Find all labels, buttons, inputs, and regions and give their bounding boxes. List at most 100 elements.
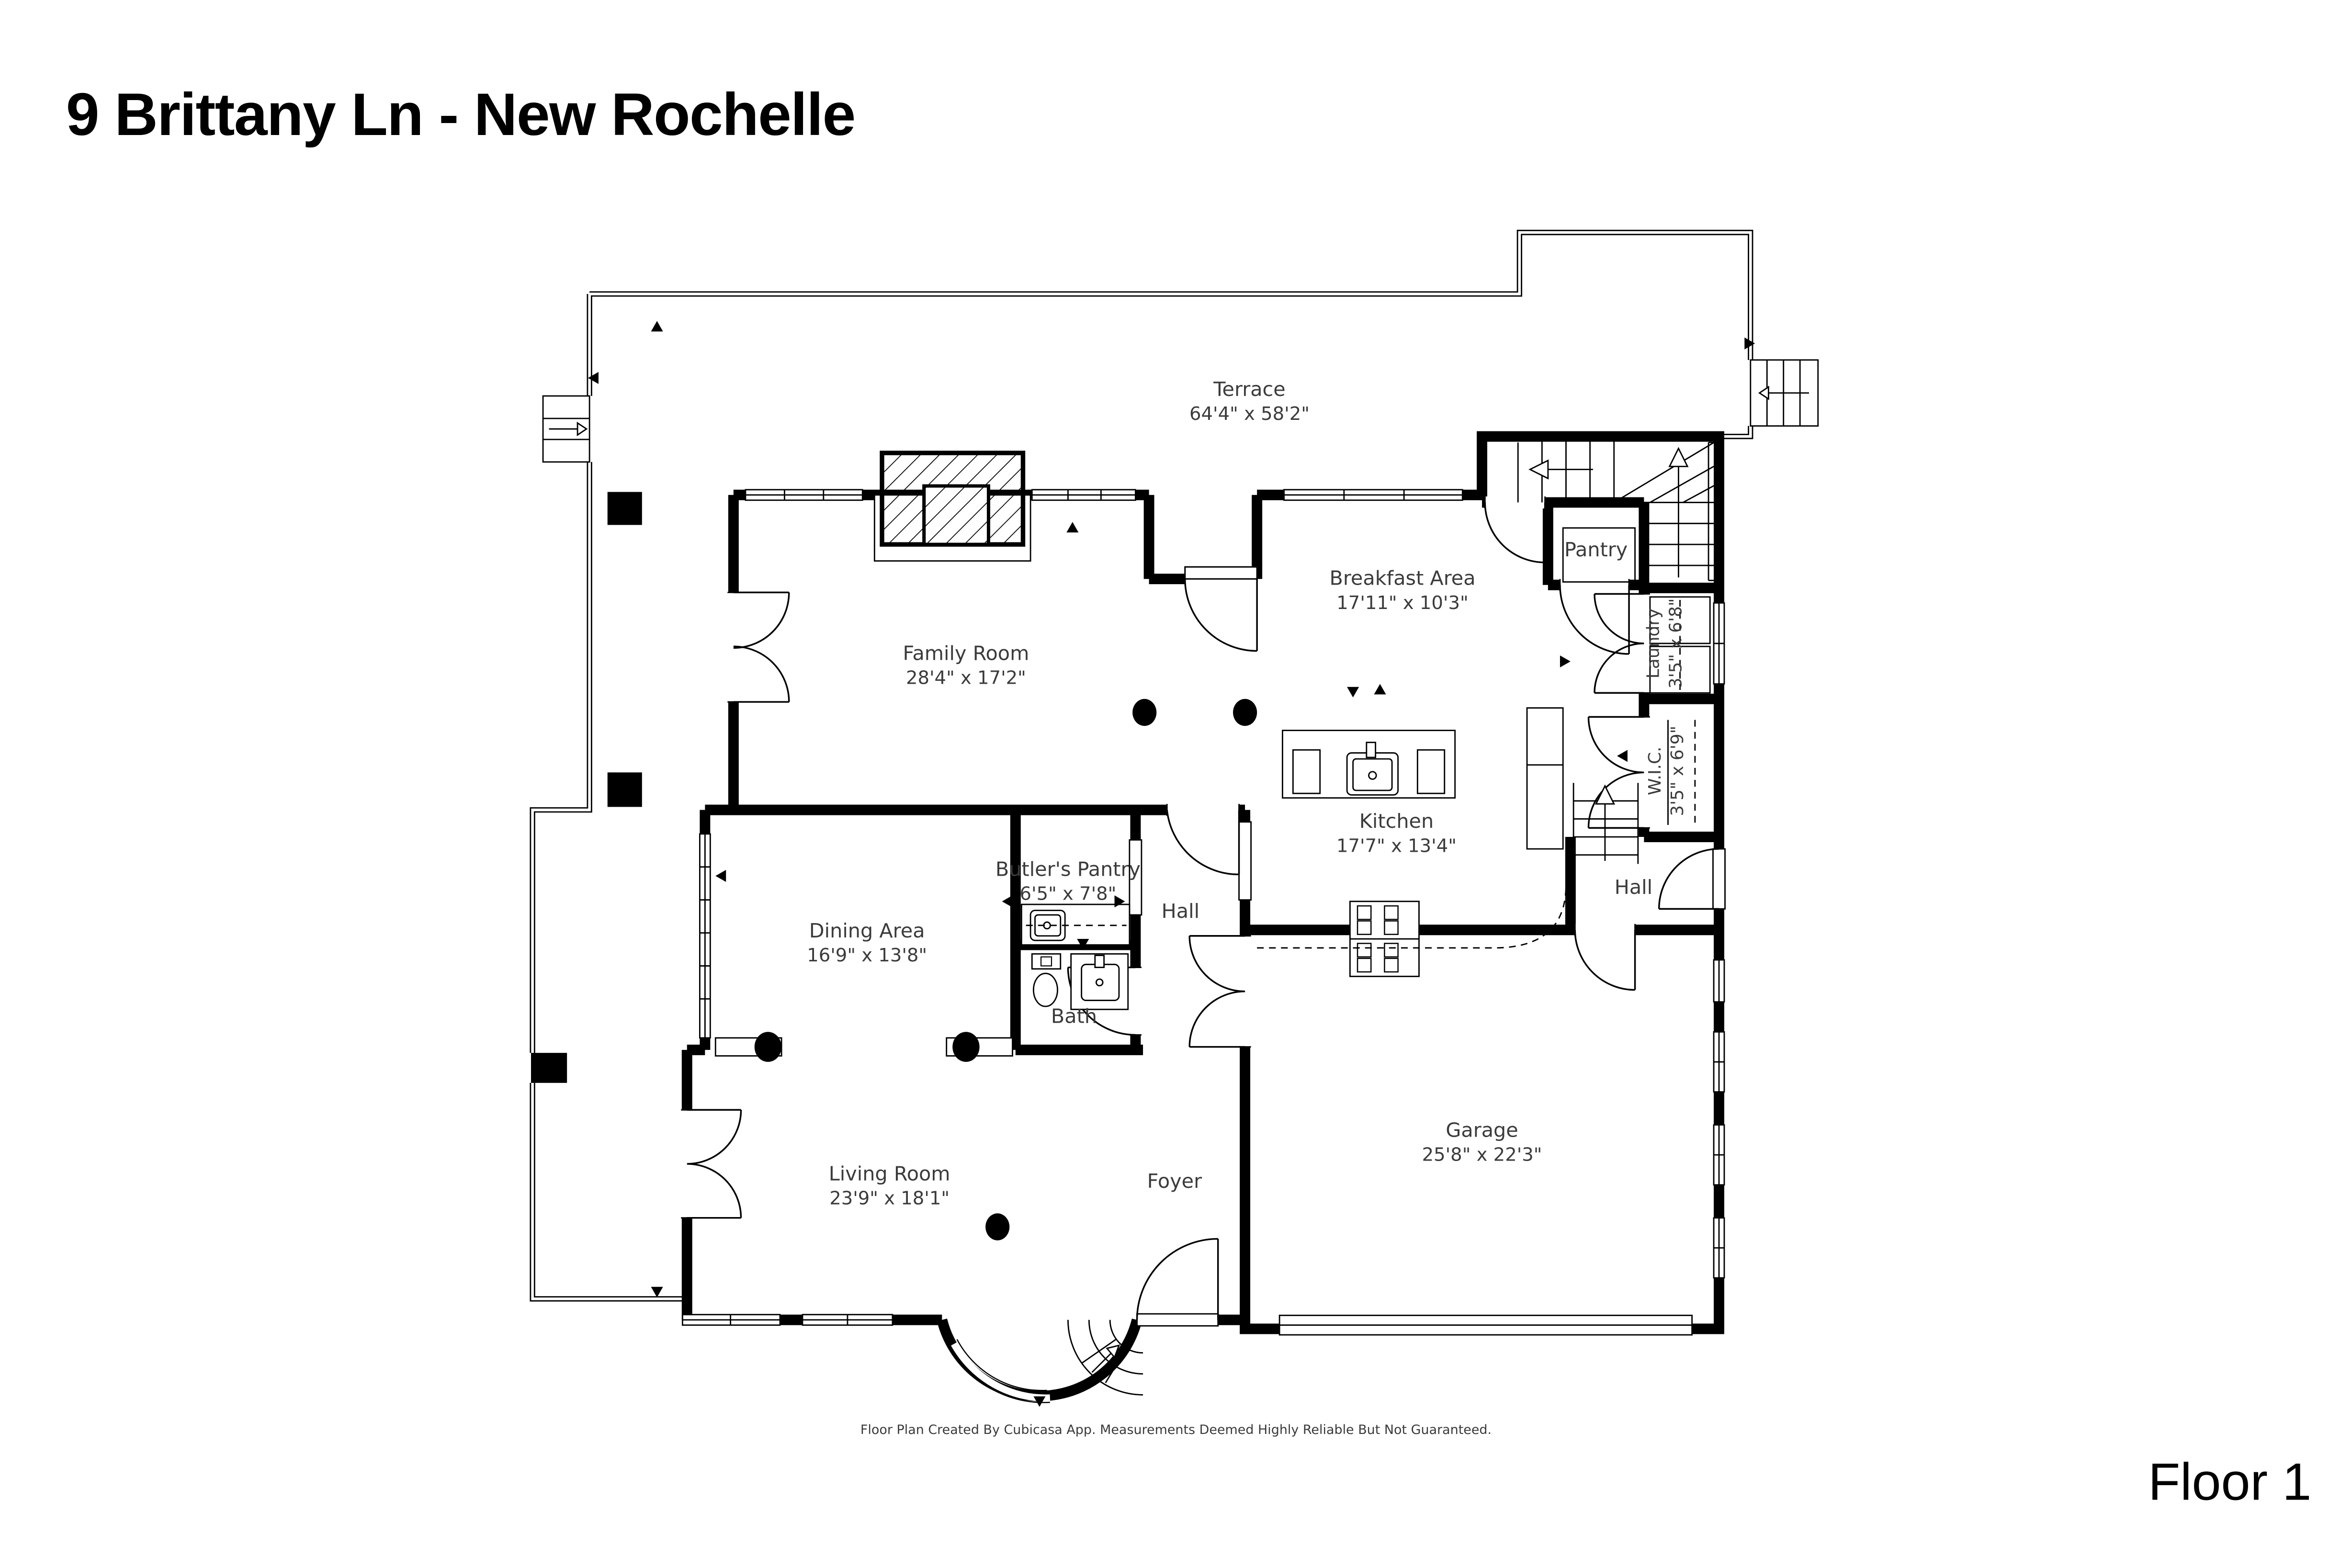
hall-kitchen-door-gap xyxy=(1166,804,1240,816)
room-label-foyer: Foyer xyxy=(1147,1170,1202,1193)
bath-fixtures xyxy=(1031,953,1129,1010)
pantry-shelf xyxy=(1562,527,1636,583)
disclaimer-text: Floor Plan Created By Cubicasa App. Meas… xyxy=(860,1422,1492,1437)
room-label-laundry: Laundry 3'5" x 6'8" xyxy=(1644,598,1686,688)
fireplace xyxy=(873,451,1031,562)
column-dining-left xyxy=(754,1032,782,1062)
garage-window-3 xyxy=(1713,1124,1725,1186)
svg-text:Family Room: Family Room xyxy=(903,642,1029,665)
svg-text:Terrace: Terrace xyxy=(1213,378,1285,401)
svg-text:Hall: Hall xyxy=(1615,876,1652,899)
room-label-garage: Garage 25'8" x 22'3" xyxy=(1422,1119,1542,1166)
kitchen-fixtures xyxy=(1282,707,1564,977)
svg-text:Pantry: Pantry xyxy=(1564,538,1628,561)
stairs-door-gap xyxy=(1484,496,1546,508)
svg-text:64'4" x 58'2": 64'4" x 58'2" xyxy=(1189,403,1310,425)
room-label-kitchen: Kitchen 17'7" x 13'4" xyxy=(1336,810,1457,857)
terrace-door-arc xyxy=(1184,579,1258,652)
terrace-door-gap xyxy=(1184,566,1258,580)
stairs-door-arc xyxy=(1484,502,1546,564)
floor-label: Floor 1 xyxy=(2148,1453,2311,1512)
room-label-family-room: Family Room 28'4" x 17'2" xyxy=(903,642,1029,688)
room-label-terrace: Terrace 64'4" x 58'2" xyxy=(1189,378,1310,425)
room-label-bath: Bath xyxy=(1051,1004,1097,1027)
bay-window-wall xyxy=(937,1319,1142,1401)
dining-window xyxy=(699,833,711,1039)
garage-window-2 xyxy=(1713,1031,1725,1093)
pantry-door-gap xyxy=(1559,579,1630,591)
hall-kitchen-passage xyxy=(1238,821,1252,901)
column-dining-right xyxy=(952,1032,980,1062)
closet-lines xyxy=(1026,527,1696,949)
garage-window-4 xyxy=(1713,1217,1725,1279)
terrace-post-lower xyxy=(531,1053,567,1083)
garage-door xyxy=(1278,1314,1693,1336)
svg-text:Bath: Bath xyxy=(1051,1004,1097,1027)
toilet-tank xyxy=(1031,953,1062,970)
front-door-gap xyxy=(1136,1313,1219,1327)
room-label-hall-center: Hall xyxy=(1162,900,1199,923)
door-arcs xyxy=(687,502,1719,1320)
butler-opening xyxy=(1129,839,1142,916)
kitchen-stove xyxy=(1349,901,1420,977)
living-window-b xyxy=(802,1314,893,1326)
columns-and-posts xyxy=(531,492,1257,1241)
breakfast-window xyxy=(1283,489,1463,501)
garage-hall-door-arc xyxy=(1574,930,1636,991)
terrace-post-mid xyxy=(607,772,642,807)
kitchen-upper-cabinets xyxy=(1257,843,1567,949)
svg-text:17'7" x 13'4": 17'7" x 13'4" xyxy=(1336,835,1457,857)
svg-text:28'4" x 17'2": 28'4" x 17'2" xyxy=(906,667,1026,688)
toilet-bowl xyxy=(1032,972,1058,1007)
room-label-butlers-pantry: Butler's Pantry 6'5" x 7'8" xyxy=(995,857,1141,904)
svg-text:Living Room: Living Room xyxy=(829,1162,950,1185)
family-doors-arcs xyxy=(733,591,790,703)
mud-doors-arcs xyxy=(1188,935,1245,1048)
back-door-gap xyxy=(1712,848,1726,910)
room-label-living-room: Living Room 23'9" x 18'1" xyxy=(829,1162,950,1209)
stair-railing xyxy=(1707,441,1716,581)
labels: 9 Brittany Ln - New Rochelle Terrace 64'… xyxy=(66,81,2312,1512)
bath-door-gap xyxy=(1129,967,1142,1036)
hall-kitchen-door-arc xyxy=(1166,810,1240,876)
room-label-wic: W.I.C. 3'5" x 6'9" xyxy=(1645,726,1687,816)
svg-text:3'5" x 6'9": 3'5" x 6'9" xyxy=(1668,726,1687,816)
svg-text:17'11" x 10'3": 17'11" x 10'3" xyxy=(1336,592,1468,614)
living-window-a xyxy=(681,1314,781,1326)
room-label-dining-area: Dining Area 16'9" x 13'8" xyxy=(807,919,927,966)
svg-text:23'9" x 18'1": 23'9" x 18'1" xyxy=(829,1188,950,1209)
page-title: 9 Brittany Ln - New Rochelle xyxy=(66,81,855,148)
bath-sink xyxy=(1081,963,1120,1001)
back-door-arc xyxy=(1658,848,1719,910)
svg-text:Foyer: Foyer xyxy=(1147,1170,1202,1193)
terrace-stairs-left xyxy=(542,395,590,463)
butler-fixtures xyxy=(1020,903,1131,946)
laundry-window xyxy=(1713,602,1725,685)
kitchen-counter-fridge xyxy=(1526,707,1564,850)
column-family-right xyxy=(1233,699,1257,726)
room-label-breakfast-area: Breakfast Area 17'11" x 10'3" xyxy=(1329,567,1475,614)
direction-markers xyxy=(588,321,1755,1407)
column-living xyxy=(985,1213,1010,1241)
svg-text:Butler's Pantry: Butler's Pantry xyxy=(995,857,1141,880)
svg-text:6'5" x 7'8": 6'5" x 7'8" xyxy=(1019,883,1116,905)
svg-text:Breakfast Area: Breakfast Area xyxy=(1329,567,1475,590)
pantry-door-arc xyxy=(1559,585,1630,655)
svg-text:3'5" x 6'8": 3'5" x 6'8" xyxy=(1666,598,1686,688)
main-staircase xyxy=(1517,436,1719,581)
room-label-hall-rear: Hall xyxy=(1615,876,1652,899)
family-room-window-a xyxy=(745,489,863,501)
terrace-stairs-right xyxy=(1750,359,1819,427)
garage-window-1 xyxy=(1713,959,1725,1003)
svg-text:Garage: Garage xyxy=(1446,1119,1518,1142)
basement-staircase xyxy=(1572,783,1639,864)
terrace-outline xyxy=(530,229,1753,1302)
svg-text:Laundry: Laundry xyxy=(1644,609,1663,679)
svg-text:16'9" x 13'8": 16'9" x 13'8" xyxy=(807,945,927,966)
svg-text:Dining Area: Dining Area xyxy=(809,919,925,942)
wic-doors-arcs xyxy=(1587,716,1644,829)
svg-text:W.I.C.: W.I.C. xyxy=(1645,746,1665,795)
svg-text:Kitchen: Kitchen xyxy=(1359,810,1434,833)
